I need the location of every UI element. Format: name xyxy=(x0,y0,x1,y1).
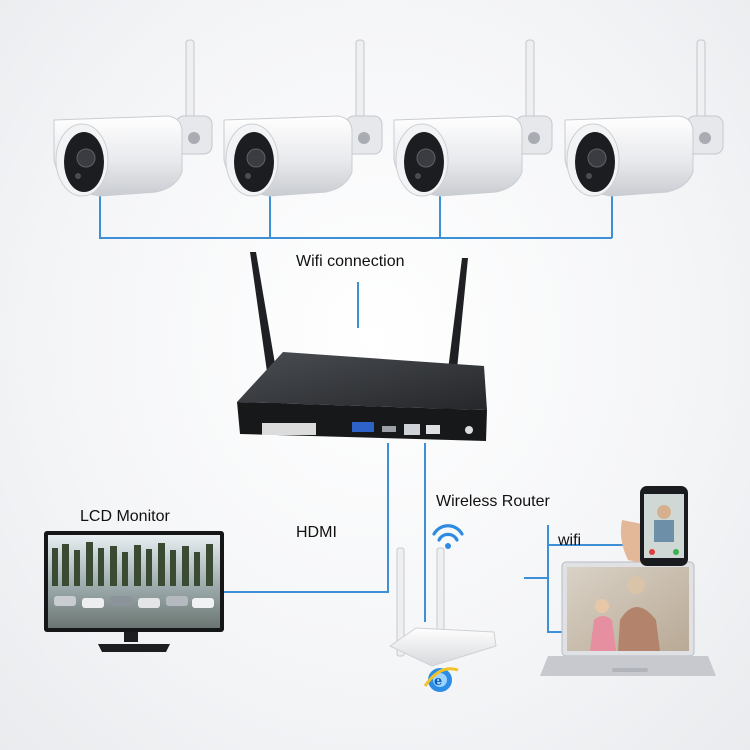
camera-ir-led xyxy=(75,173,81,179)
lan-port xyxy=(404,424,420,435)
router-body xyxy=(389,627,497,667)
power-port xyxy=(465,426,473,434)
camera-lens xyxy=(587,148,607,168)
monitor-neck xyxy=(124,632,138,642)
camera-mount-screw xyxy=(528,132,540,144)
connection-lines xyxy=(99,195,640,633)
lcd-monitor-label: LCD Monitor xyxy=(80,508,170,525)
phone-call-green xyxy=(673,549,679,555)
usb-port xyxy=(426,425,440,434)
camera-row xyxy=(53,39,724,197)
wifi-dot xyxy=(445,543,451,549)
camera-ir-led xyxy=(586,173,592,179)
camera-2 xyxy=(223,39,383,197)
hdmi-label: HDMI xyxy=(296,524,337,541)
camera-mount-screw xyxy=(188,132,200,144)
camera-antenna xyxy=(355,39,365,123)
screen-person-adult xyxy=(627,576,645,594)
screen-cars xyxy=(54,596,214,608)
label-sticker xyxy=(262,423,316,435)
wifi-connection-label: Wifi connection xyxy=(296,253,405,270)
camera-ir-led xyxy=(415,173,421,179)
phone-screen-body xyxy=(654,520,674,542)
lcd-monitor xyxy=(44,531,224,652)
camera-4 xyxy=(564,39,724,197)
camera-mount-screw xyxy=(358,132,370,144)
camera-antenna xyxy=(696,39,706,123)
screen-person-child xyxy=(595,599,609,613)
screen-trees xyxy=(52,542,213,586)
laptop-trackpad xyxy=(612,668,648,672)
laptop-base xyxy=(540,656,716,676)
nvr-top xyxy=(237,352,487,410)
phone-call-red xyxy=(649,549,655,555)
laptop xyxy=(540,561,716,676)
camera-1 xyxy=(53,39,213,197)
svg-text:e: e xyxy=(434,674,442,689)
screen-person-adult-body xyxy=(618,607,660,651)
camera-antenna xyxy=(525,39,535,123)
camera-antenna xyxy=(185,39,195,123)
camera-mount-screw xyxy=(699,132,711,144)
camera-ir-led xyxy=(245,173,251,179)
hdmi-port xyxy=(382,426,396,432)
wireless-router: e xyxy=(389,524,497,692)
camera-3 xyxy=(393,39,553,197)
hdmi-line xyxy=(222,443,389,593)
camera-bus-line xyxy=(99,195,613,239)
camera-lens xyxy=(416,148,436,168)
camera-lens xyxy=(246,148,266,168)
smartphone xyxy=(620,486,688,566)
phone-screen-person xyxy=(657,505,671,519)
wifi-label: wifi xyxy=(558,532,582,549)
nvr-recorder xyxy=(237,252,487,441)
wifi-icon xyxy=(432,524,464,542)
monitor-base xyxy=(98,644,170,652)
browser-icon: e xyxy=(423,667,459,692)
wireless-router-label: Wireless Router xyxy=(436,493,550,510)
camera-lens xyxy=(76,148,96,168)
vga-port xyxy=(352,422,374,432)
router-antenna-left xyxy=(396,547,405,657)
screen-person-child-body xyxy=(590,616,616,651)
